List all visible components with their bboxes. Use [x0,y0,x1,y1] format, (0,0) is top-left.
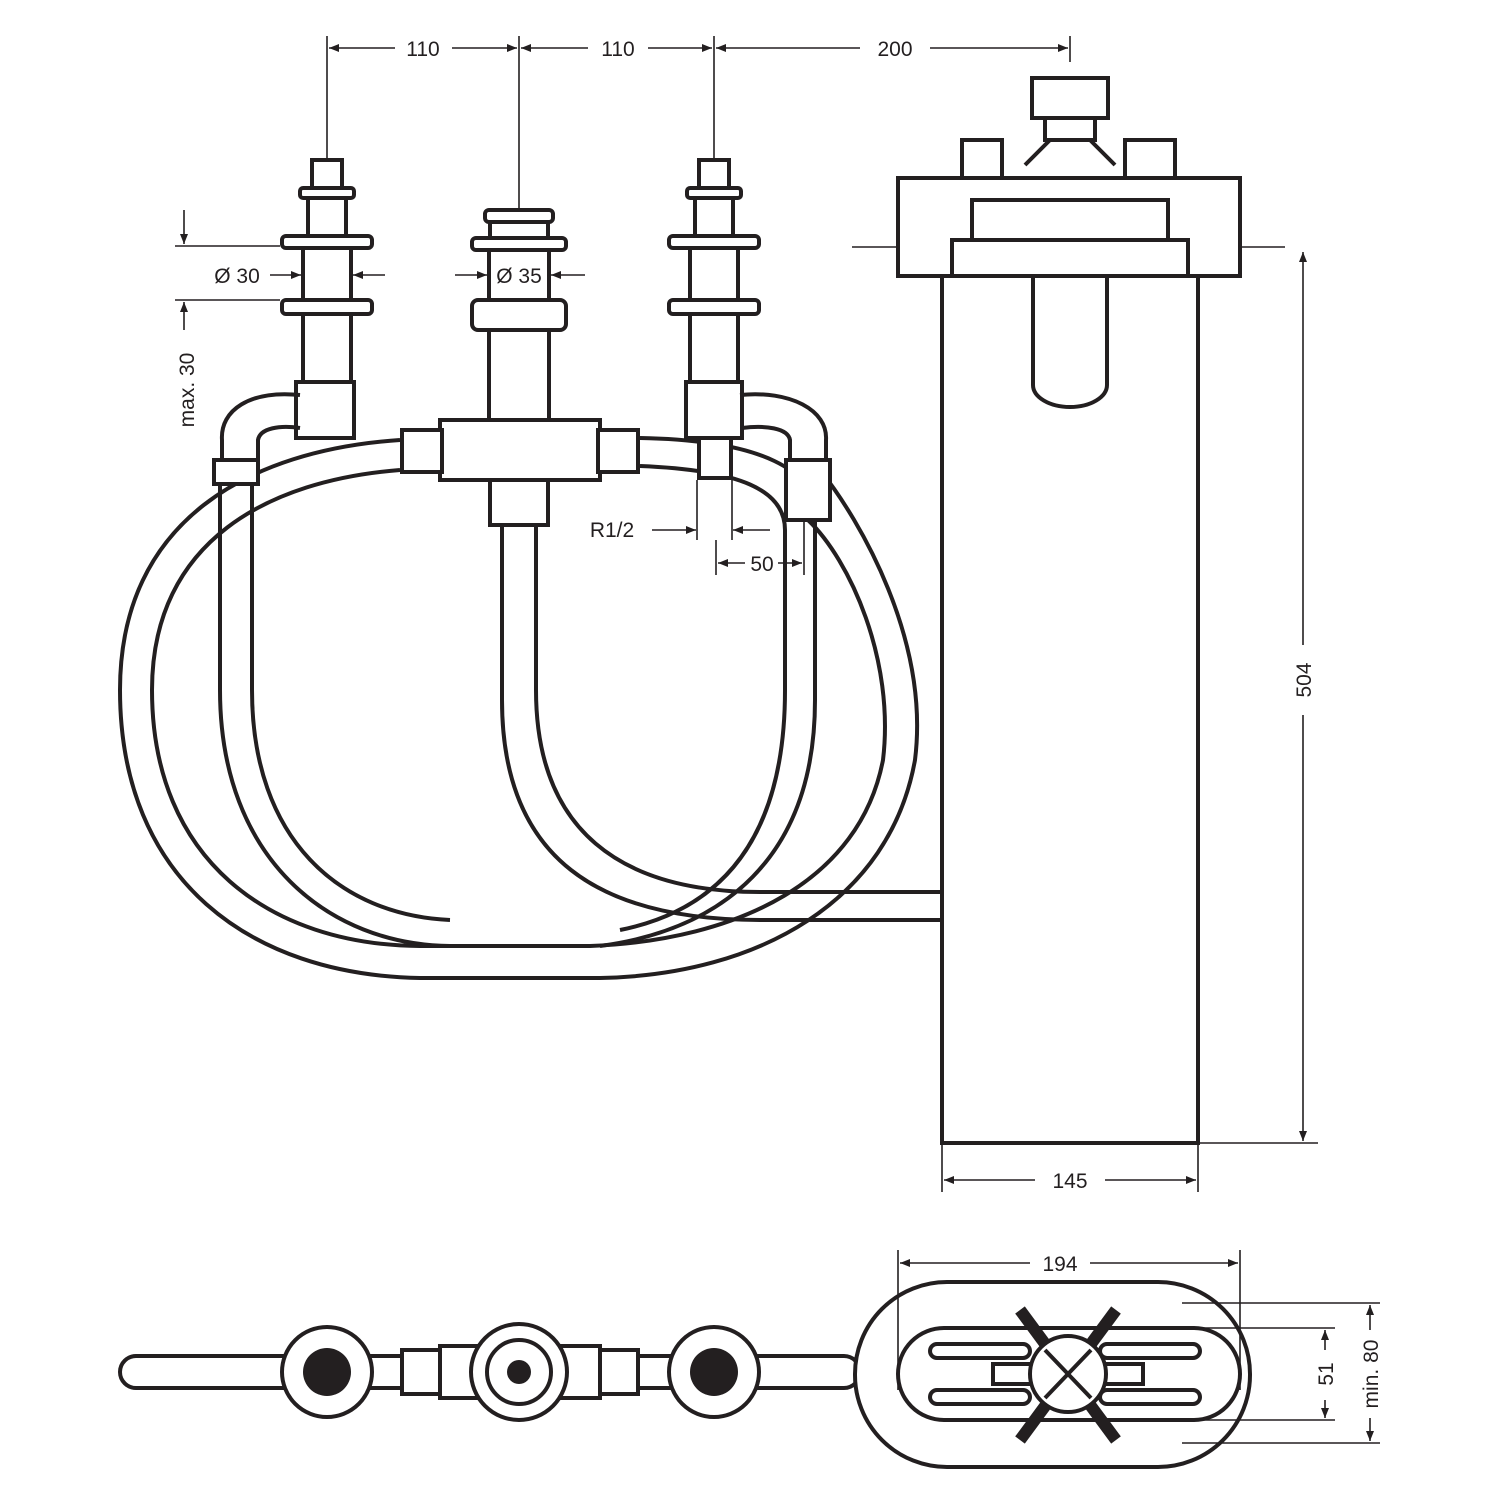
dimension-200: 200 [716,38,1068,61]
dim-label-51: 51 [1315,1362,1338,1385]
offset-50-dimension: 50 [715,520,805,576]
hoses [117,436,940,980]
dim-label-50: 50 [750,553,773,576]
dim-label-r12: R1/2 [590,519,634,542]
dim-label-diameter-35: Ø 35 [496,265,542,288]
dim-label-200: 200 [877,38,912,61]
thread-dimension: R1/2 [590,480,770,542]
plate-length-dimension: 194 [897,1250,1241,1390]
dim-label-145: 145 [1052,1170,1087,1193]
plan-view [118,1280,1252,1469]
spout-width-dimension: 145 [941,1145,1199,1193]
dim-label-194: 194 [1042,1253,1077,1276]
dim-label-504: 504 [1293,662,1316,697]
diameter-30-dimension: Ø 30 [214,265,385,288]
dim-label-min-80: min. 80 [1360,1340,1383,1409]
diameter-35-dimension: Ø 35 [455,260,585,288]
extension-lines [326,36,1071,210]
spout-assembly [852,76,1285,1145]
max-deck-dimension: max. 30 [175,210,280,427]
dim-label-110-left: 110 [406,38,439,61]
left-valve [212,158,374,486]
dimension-110-left: 110 [329,38,517,61]
plate-height-dimensions: 51 min. 80 [1182,1302,1383,1444]
dim-label-diameter-30: Ø 30 [214,265,260,288]
spout-height-dimension: 504 [1200,252,1318,1144]
center-valve [400,208,640,527]
dim-label-max-30: max. 30 [176,353,199,428]
right-valve [667,158,832,522]
dimension-110-center: 110 [521,38,712,61]
dim-label-110-center: 110 [601,38,634,61]
